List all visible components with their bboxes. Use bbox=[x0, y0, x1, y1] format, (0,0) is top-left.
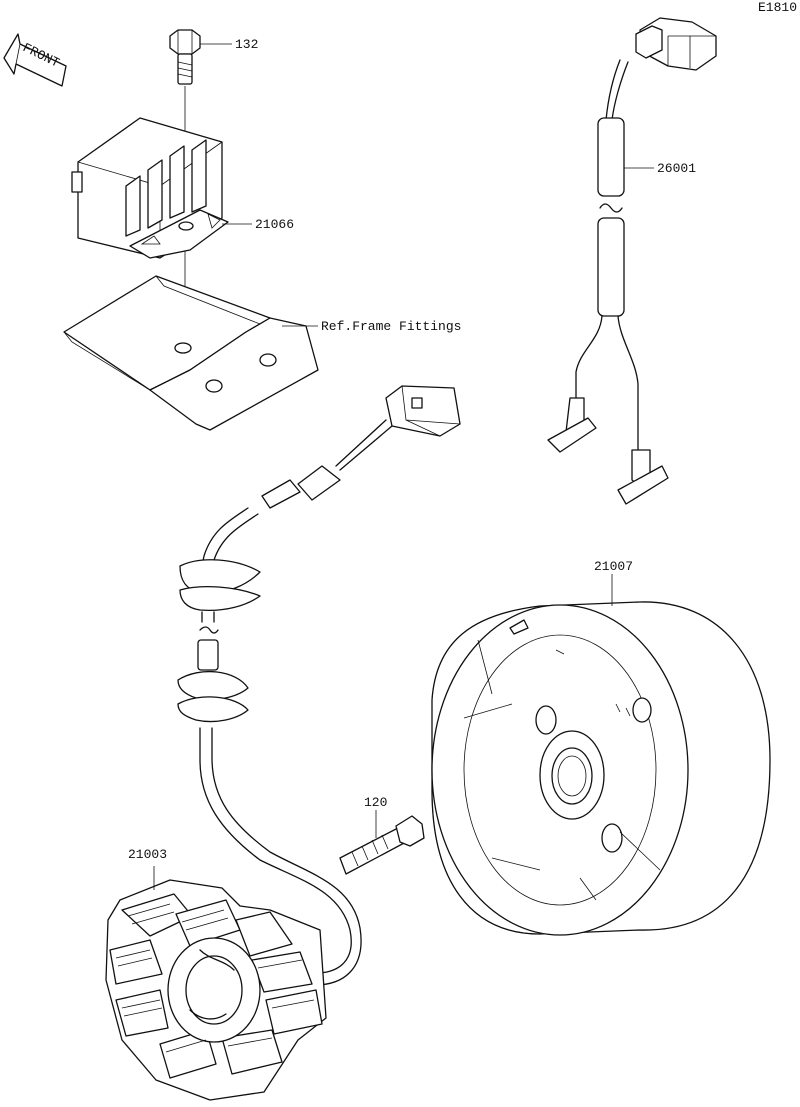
bolt-132-icon bbox=[169, 29, 201, 85]
label-132: 132 bbox=[235, 37, 258, 52]
label-21066: 21066 bbox=[255, 217, 294, 232]
bolt-120-icon bbox=[339, 815, 425, 875]
regulator-21066-icon bbox=[71, 117, 229, 259]
label-26001: 26001 bbox=[657, 161, 696, 176]
label-frame-fittings: Ref.Frame Fittings bbox=[321, 319, 461, 334]
wire-harness-26001-icon bbox=[547, 17, 717, 505]
label-21003: 21003 bbox=[128, 847, 167, 862]
diagram-code: E1810 bbox=[758, 0, 797, 15]
label-120: 120 bbox=[364, 795, 387, 810]
frame-bracket-icon bbox=[63, 275, 319, 431]
label-21007: 21007 bbox=[594, 559, 633, 574]
front-arrow-icon: FRONT bbox=[3, 33, 67, 87]
flywheel-21007-icon bbox=[431, 601, 771, 936]
stator-21003-icon bbox=[105, 879, 327, 1101]
